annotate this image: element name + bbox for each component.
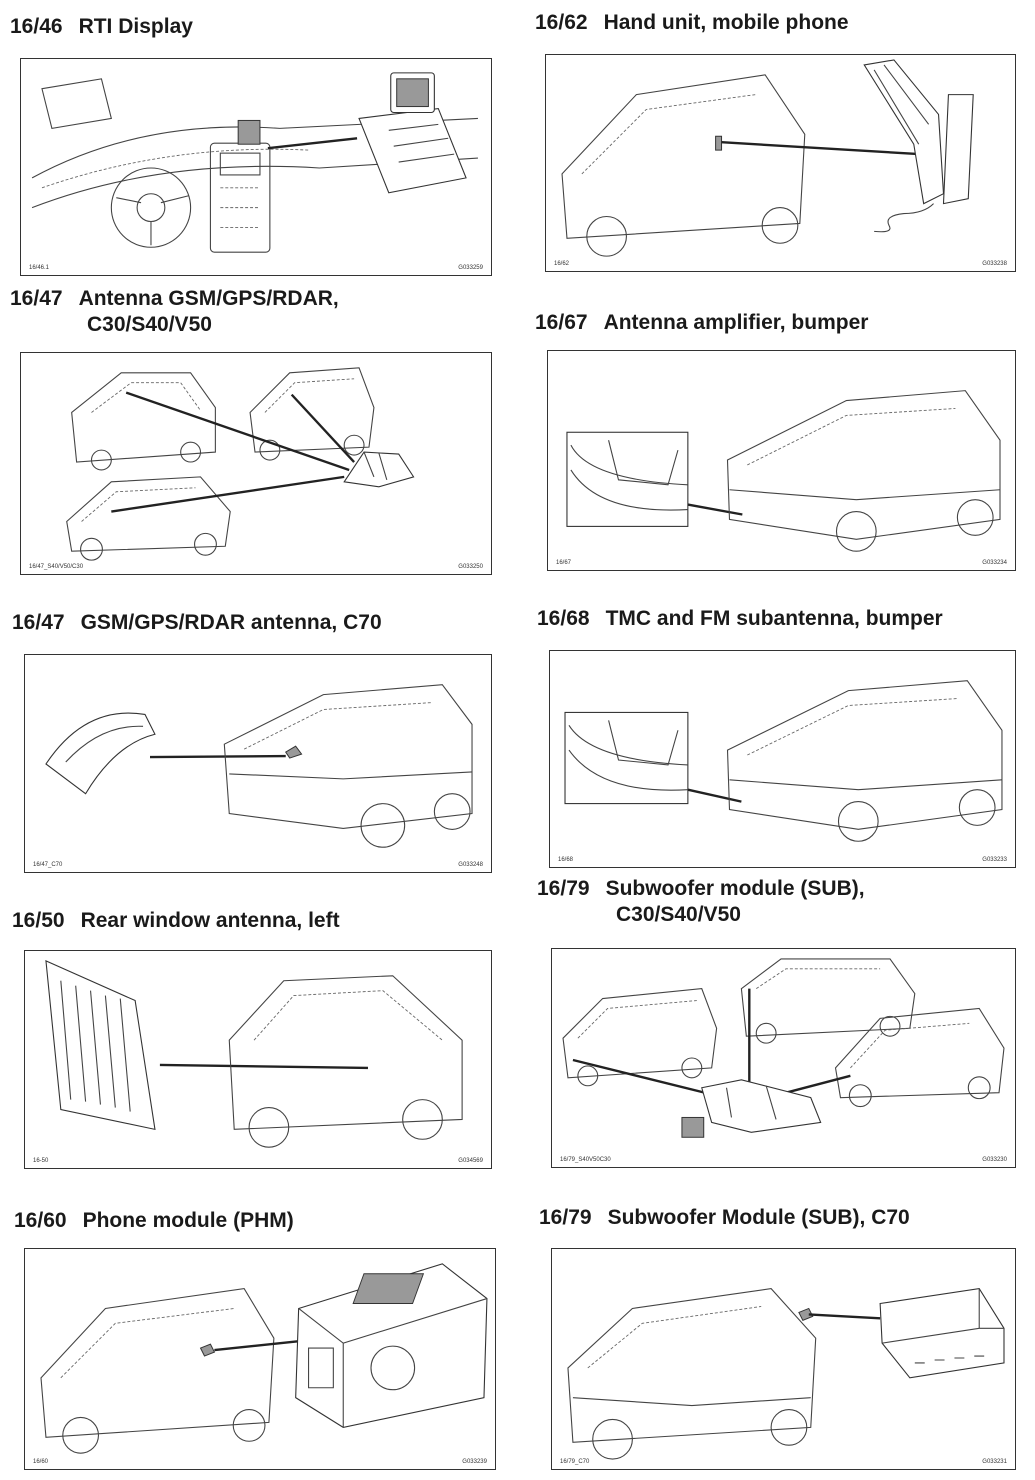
figure-code: G033248 [458, 862, 483, 868]
section-title: Antenna amplifier, bumper [603, 311, 869, 334]
dashboard-illustration [31, 72, 478, 253]
figure-subwoofer-c30: 16/79_S40V50C30 G033230 [551, 948, 1016, 1168]
figure-ref: 16/47_C70 [33, 862, 63, 868]
heading-16-79-c30: 16/79 Subwoofer module (SUB), C30/S40/V50 [537, 876, 865, 928]
heading-16-67: 16/67 Antenna amplifier, bumper [535, 310, 868, 336]
hand-unit-illustration [561, 59, 974, 257]
section-title: Subwoofer Module (SUB), C70 [607, 1206, 910, 1229]
figure-antenna-amplifier: 16/67 G033234 [547, 350, 1016, 571]
section-title: Subwoofer module (SUB), [605, 877, 865, 900]
figure-hand-unit: 16/62 G033238 [545, 54, 1016, 272]
antenna-amplifier-illustration [566, 390, 1001, 552]
heading-16-79-c70: 16/79 Subwoofer Module (SUB), C70 [539, 1205, 910, 1231]
section-code: 16/67 [535, 311, 588, 334]
section-title: Phone module (PHM) [82, 1209, 294, 1232]
section-title: Rear window antenna, left [80, 909, 340, 932]
figure-ref: 16/46.1 [29, 265, 50, 271]
figure-antenna-c30: 16/47_S40/V50/C30 G033250 [20, 352, 492, 575]
subwoofer-c70-illustration [567, 1288, 1005, 1460]
figure-code: G033231 [982, 1459, 1007, 1465]
figure-code: G033239 [462, 1459, 487, 1465]
convertible-antenna-illustration [45, 684, 473, 848]
heading-16-46: 16/46 RTI Display [10, 14, 193, 40]
figure-ref: 16-50 [33, 1158, 49, 1164]
heading-16-60: 16/60 Phone module (PHM) [14, 1208, 294, 1234]
heading-16-62: 16/62 Hand unit, mobile phone [535, 10, 849, 36]
figure-rear-window-antenna: 16-50 G034569 [24, 950, 492, 1169]
figure-code: G033230 [982, 1157, 1007, 1163]
phone-module-illustration [40, 1263, 488, 1454]
subwoofer-c30-illustration [562, 958, 1005, 1138]
section-code: 16/62 [535, 11, 588, 34]
figure-code: G033234 [982, 560, 1007, 566]
figure-ref: 16/79_S40V50C30 [560, 1157, 611, 1163]
figure-ref: 16/60 [33, 1459, 49, 1465]
section-code: 16/79 [539, 1206, 592, 1229]
section-title: TMC and FM subantenna, bumper [605, 607, 943, 630]
section-code: 16/47 [10, 287, 63, 310]
tmc-fm-illustration [564, 680, 1003, 842]
section-title: RTI Display [78, 15, 193, 38]
section-title: GSM/GPS/RDAR antenna, C70 [80, 611, 382, 634]
heading-16-50: 16/50 Rear window antenna, left [12, 908, 340, 934]
heading-16-47-c30: 16/47 Antenna GSM/GPS/RDAR, C30/S40/V50 [10, 286, 339, 338]
figure-code: G033259 [458, 265, 483, 271]
figure-tmc-fm-subantenna: 16/68 G033233 [549, 650, 1016, 868]
section-title-line2: C30/S40/V50 [616, 903, 741, 926]
figure-ref: 16/68 [558, 857, 574, 863]
heading-16-68: 16/68 TMC and FM subantenna, bumper [537, 606, 943, 632]
figure-ref: 16/79_C70 [560, 1459, 590, 1465]
hatchback-antenna-illustration [45, 960, 463, 1148]
figure-ref: 16/62 [554, 261, 570, 267]
heading-16-47-c70: 16/47 GSM/GPS/RDAR antenna, C70 [12, 610, 382, 636]
section-code: 16/60 [14, 1209, 67, 1232]
cars-antenna-illustration [66, 367, 415, 561]
figure-ref: 16/67 [556, 560, 572, 566]
section-title-line2: C30/S40/V50 [87, 313, 212, 336]
figure-phone-module: 16/60 G033239 [24, 1248, 496, 1470]
section-code: 16/68 [537, 607, 590, 630]
figure-rti-display: 16/46.1 G033259 [20, 58, 492, 276]
figure-code: G033238 [982, 261, 1007, 267]
section-code: 16/46 [10, 15, 63, 38]
section-code: 16/79 [537, 877, 590, 900]
section-code: 16/50 [12, 909, 65, 932]
figure-code: G033250 [458, 564, 483, 570]
figure-antenna-c70: 16/47_C70 G033248 [24, 654, 492, 873]
section-title: Hand unit, mobile phone [603, 11, 849, 34]
section-code: 16/47 [12, 611, 65, 634]
section-title: Antenna GSM/GPS/RDAR, [78, 287, 339, 310]
figure-ref: 16/47_S40/V50/C30 [29, 564, 84, 570]
figure-subwoofer-c70: 16/79_C70 G033231 [551, 1248, 1016, 1470]
figure-code: G034569 [458, 1158, 483, 1164]
figure-code: G033233 [982, 857, 1007, 863]
